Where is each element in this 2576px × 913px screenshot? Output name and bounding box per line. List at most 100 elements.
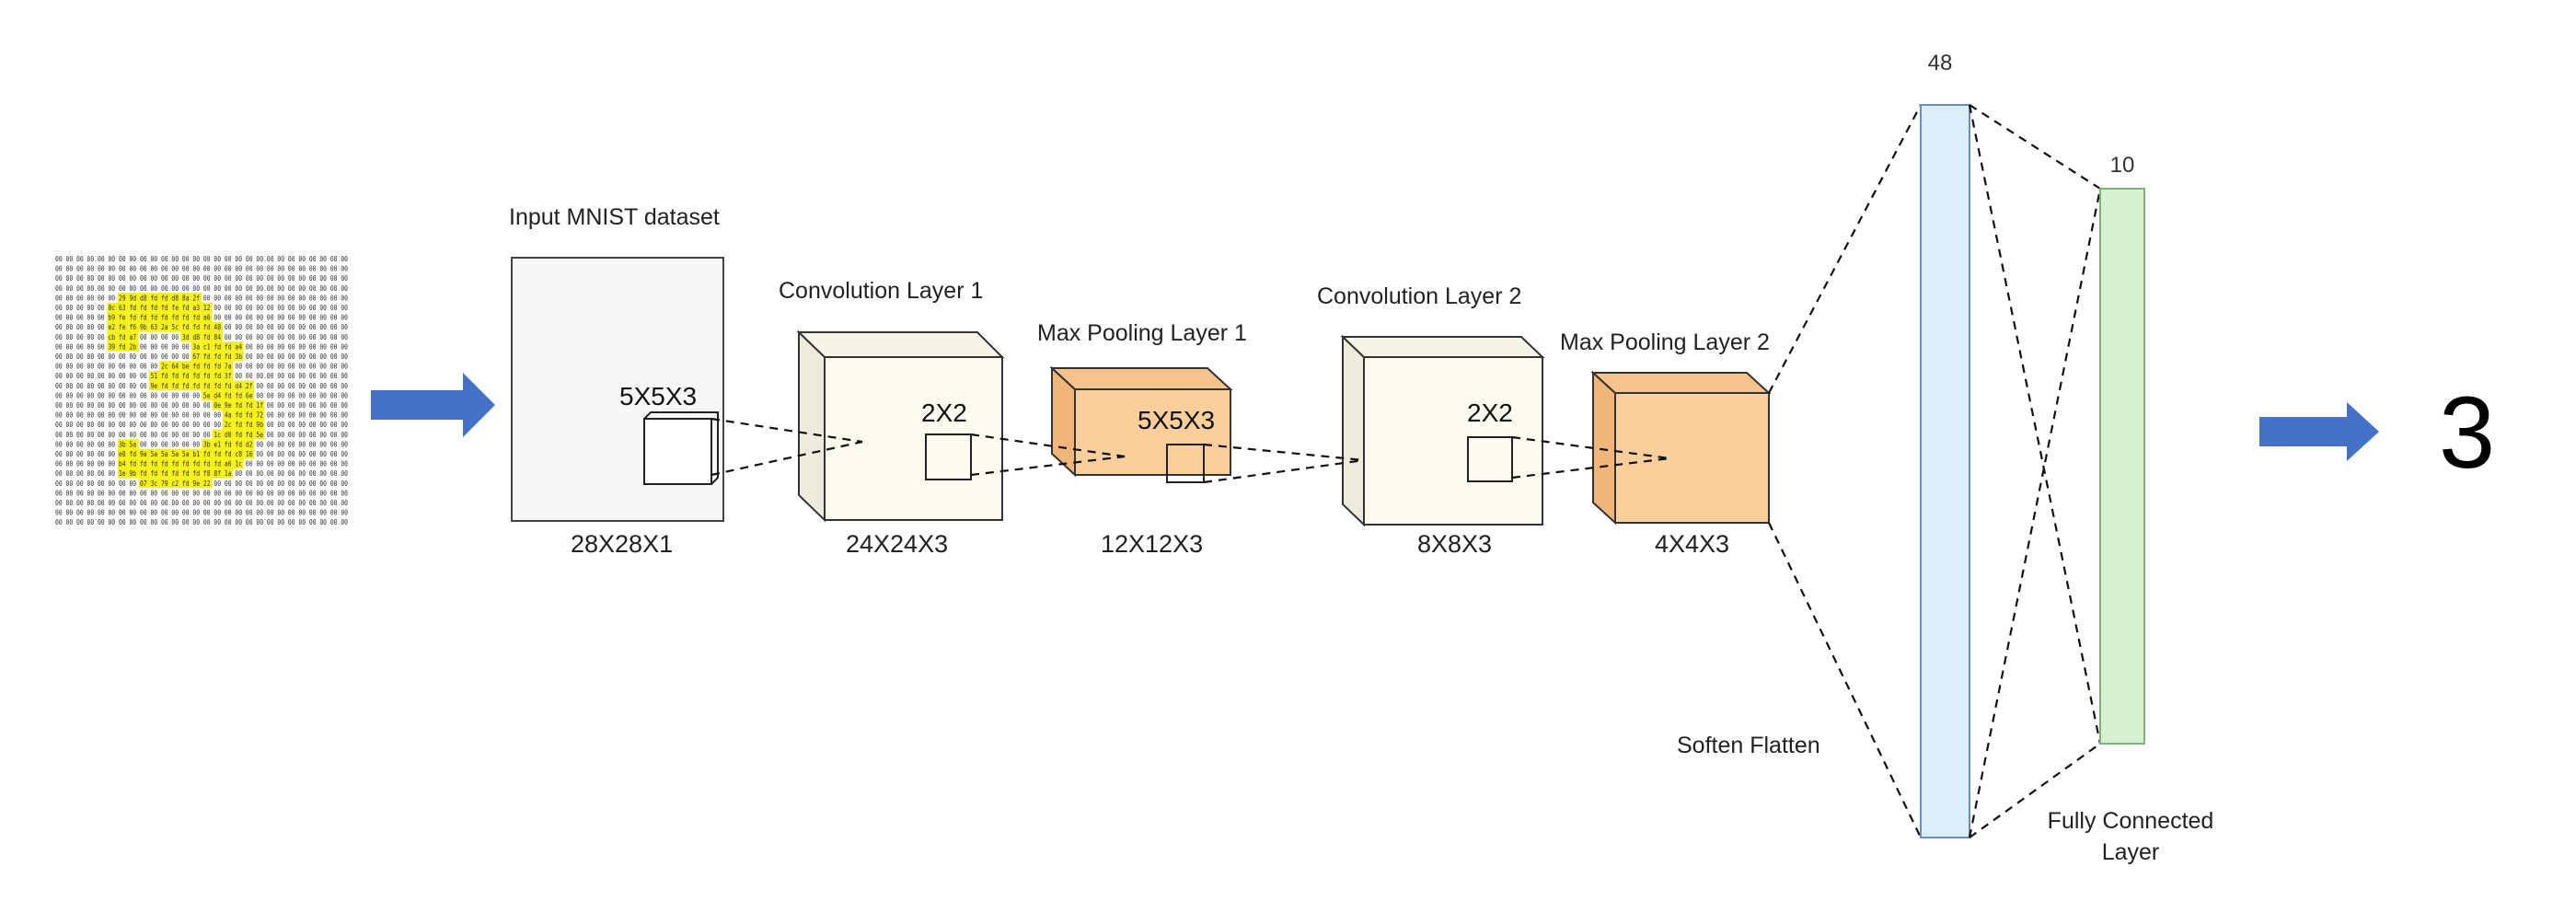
mnist-highlight-cell <box>212 468 223 479</box>
conv-layer-1-kernel-window <box>925 433 972 480</box>
mnist-highlight-cell <box>117 439 129 449</box>
mnist-highlight-cell <box>243 439 255 449</box>
mnist-highlight-cell <box>138 458 150 468</box>
mnist-row: 00 00 00 00 00 39 fd 2b 00 00 00 00 00 3… <box>55 342 348 351</box>
mnist-highlight-cell <box>222 420 234 430</box>
pool-layer-1-front <box>1074 388 1231 476</box>
mnist-highlight-cell <box>243 410 255 420</box>
mnist-highlight-cell <box>159 478 170 489</box>
mnist-row: 00 00 00 00 00 00 00 00 00 00 00 00 00 0… <box>55 255 348 263</box>
mnist-highlight-cell <box>233 390 244 400</box>
mnist-highlight-cell <box>180 371 191 381</box>
mnist-highlight-cell <box>212 361 223 371</box>
mnist-highlight-cell <box>169 361 181 371</box>
mnist-highlight-cell <box>191 331 202 342</box>
mnist-row: 00 00 00 00 00 00 b4 fd fd fd fd fd fd f… <box>55 460 348 468</box>
conv-layer-2-kernel-window <box>1467 436 1513 482</box>
conv-layer-2-side <box>1342 334 1365 527</box>
mnist-highlight-cell <box>222 468 234 479</box>
mnist-highlight-cell <box>180 380 191 391</box>
mnist-highlight-cell <box>222 341 234 352</box>
conv-layer-1-kernel-label: 2X2 <box>921 399 967 427</box>
pool-layer-1: Max Pooling Layer 1 5X5X3 12X12X3 <box>1037 320 1247 558</box>
mnist-highlight-cell <box>159 322 170 332</box>
mnist-highlight-cell <box>243 399 255 410</box>
mnist-highlight-cell <box>159 361 170 371</box>
mnist-highlight-cell <box>202 341 213 352</box>
mnist-highlight-cell <box>191 468 202 479</box>
mnist-highlight-cell <box>180 458 191 468</box>
conv-layer-1: Convolution Layer 1 2X2 24X24X3 <box>779 278 1005 558</box>
mnist-highlight-cell <box>191 448 202 459</box>
right-arrow-icon <box>2259 402 2379 461</box>
mnist-highlight-cell <box>233 351 244 362</box>
conv-layer-2-top <box>1340 336 1545 358</box>
mnist-highlight-cell <box>191 293 202 303</box>
mnist-highlight-cell <box>138 478 150 489</box>
mnist-highlight-cell <box>212 439 223 449</box>
mnist-highlight-cell <box>138 468 150 479</box>
mnist-highlight-cell <box>202 361 213 371</box>
mnist-highlight-cell <box>243 420 255 430</box>
mnist-highlight-cell <box>107 322 118 332</box>
mnist-highlight-cell <box>202 390 213 400</box>
mnist-highlight-cell <box>117 448 129 459</box>
mnist-row: 00 00 00 00 00 00 00 00 00 00 00 00 00 0… <box>55 401 348 410</box>
dense-units-count: 10 <box>2110 153 2135 178</box>
input-layer: Input MNIST dataset 5X5X3 28X28X1 <box>509 204 724 558</box>
mnist-highlight-cell <box>222 351 234 362</box>
conv-layer-1-top <box>796 331 1005 358</box>
mnist-highlight-cell <box>149 322 160 332</box>
mnist-highlight-cell <box>128 293 139 303</box>
mnist-highlight-cell <box>128 322 139 332</box>
mnist-highlight-cell <box>202 312 213 322</box>
mnist-row: 00 00 00 00 00 00 00 00 00 00 00 00 00 0… <box>55 421 348 429</box>
conv-layer-2: Convolution Layer 2 2X2 8X8X3 <box>1317 283 1545 558</box>
mnist-highlight-cell <box>128 468 139 479</box>
mnist-highlight-cell <box>243 429 255 440</box>
mnist-highlight-cell <box>222 458 234 468</box>
mnist-highlight-cell <box>117 312 129 322</box>
mnist-highlight-cell <box>233 458 244 468</box>
mnist-highlight-cell <box>202 478 213 489</box>
flatten-layer-label: Soften Flatten <box>1677 733 1820 758</box>
mnist-highlight-cell <box>117 458 129 468</box>
mnist-highlight-cell <box>117 302 129 313</box>
mnist-highlight-cell <box>202 331 213 342</box>
pool-layer-2-side <box>1592 370 1616 526</box>
mnist-highlight-cell <box>202 439 213 449</box>
mnist-highlight-cell <box>233 429 244 440</box>
mnist-highlight-cell <box>128 302 139 313</box>
predicted-digit: 3 <box>2439 376 2495 490</box>
mnist-highlight-cell <box>191 478 202 489</box>
input-layer-dims: 28X28X1 <box>571 530 673 558</box>
mnist-highlight-cell <box>191 312 202 322</box>
dense-layer: 10 Fully Connected Layer <box>2048 153 2214 865</box>
mnist-highlight-cell <box>128 458 139 468</box>
mnist-hex-values: 00 00 00 00 00 00 00 00 00 00 00 00 00 0… <box>55 255 348 526</box>
mnist-highlight-cell <box>138 322 150 332</box>
conv-layer-1-side <box>798 329 826 523</box>
mnist-highlight-cell <box>222 380 234 391</box>
mnist-row: 00 00 00 00 00 b9 fe fd fd fd fd fd fd f… <box>55 314 348 322</box>
mnist-highlight-cell <box>233 410 244 420</box>
flatten-layer: 48 Soften Flatten <box>1677 51 1970 838</box>
mnist-highlight-cell <box>128 439 139 449</box>
pool-layer-1-kernel-label: 5X5X3 <box>1138 406 1215 434</box>
pool-layer-2-dims: 4X4X3 <box>1655 530 1729 558</box>
mnist-highlight-cell <box>202 380 213 391</box>
fully-connected-lines <box>1968 104 2102 838</box>
mnist-row: 00 00 00 00 00 00 00 00 00 00 00 00 00 0… <box>55 499 348 507</box>
mnist-highlight-cell <box>180 293 191 303</box>
mnist-highlight-cell <box>254 399 265 410</box>
mnist-highlight-cell <box>212 429 223 440</box>
mnist-highlight-cell <box>159 302 170 313</box>
mnist-highlight-cell <box>222 439 234 449</box>
mnist-highlight-cell <box>202 468 213 479</box>
mnist-highlight-cell <box>107 312 118 322</box>
mnist-highlight-cell <box>149 478 160 489</box>
mnist-highlight-cell <box>233 341 244 352</box>
mnist-highlight-cell <box>117 341 129 352</box>
mnist-highlight-cell <box>117 468 129 479</box>
